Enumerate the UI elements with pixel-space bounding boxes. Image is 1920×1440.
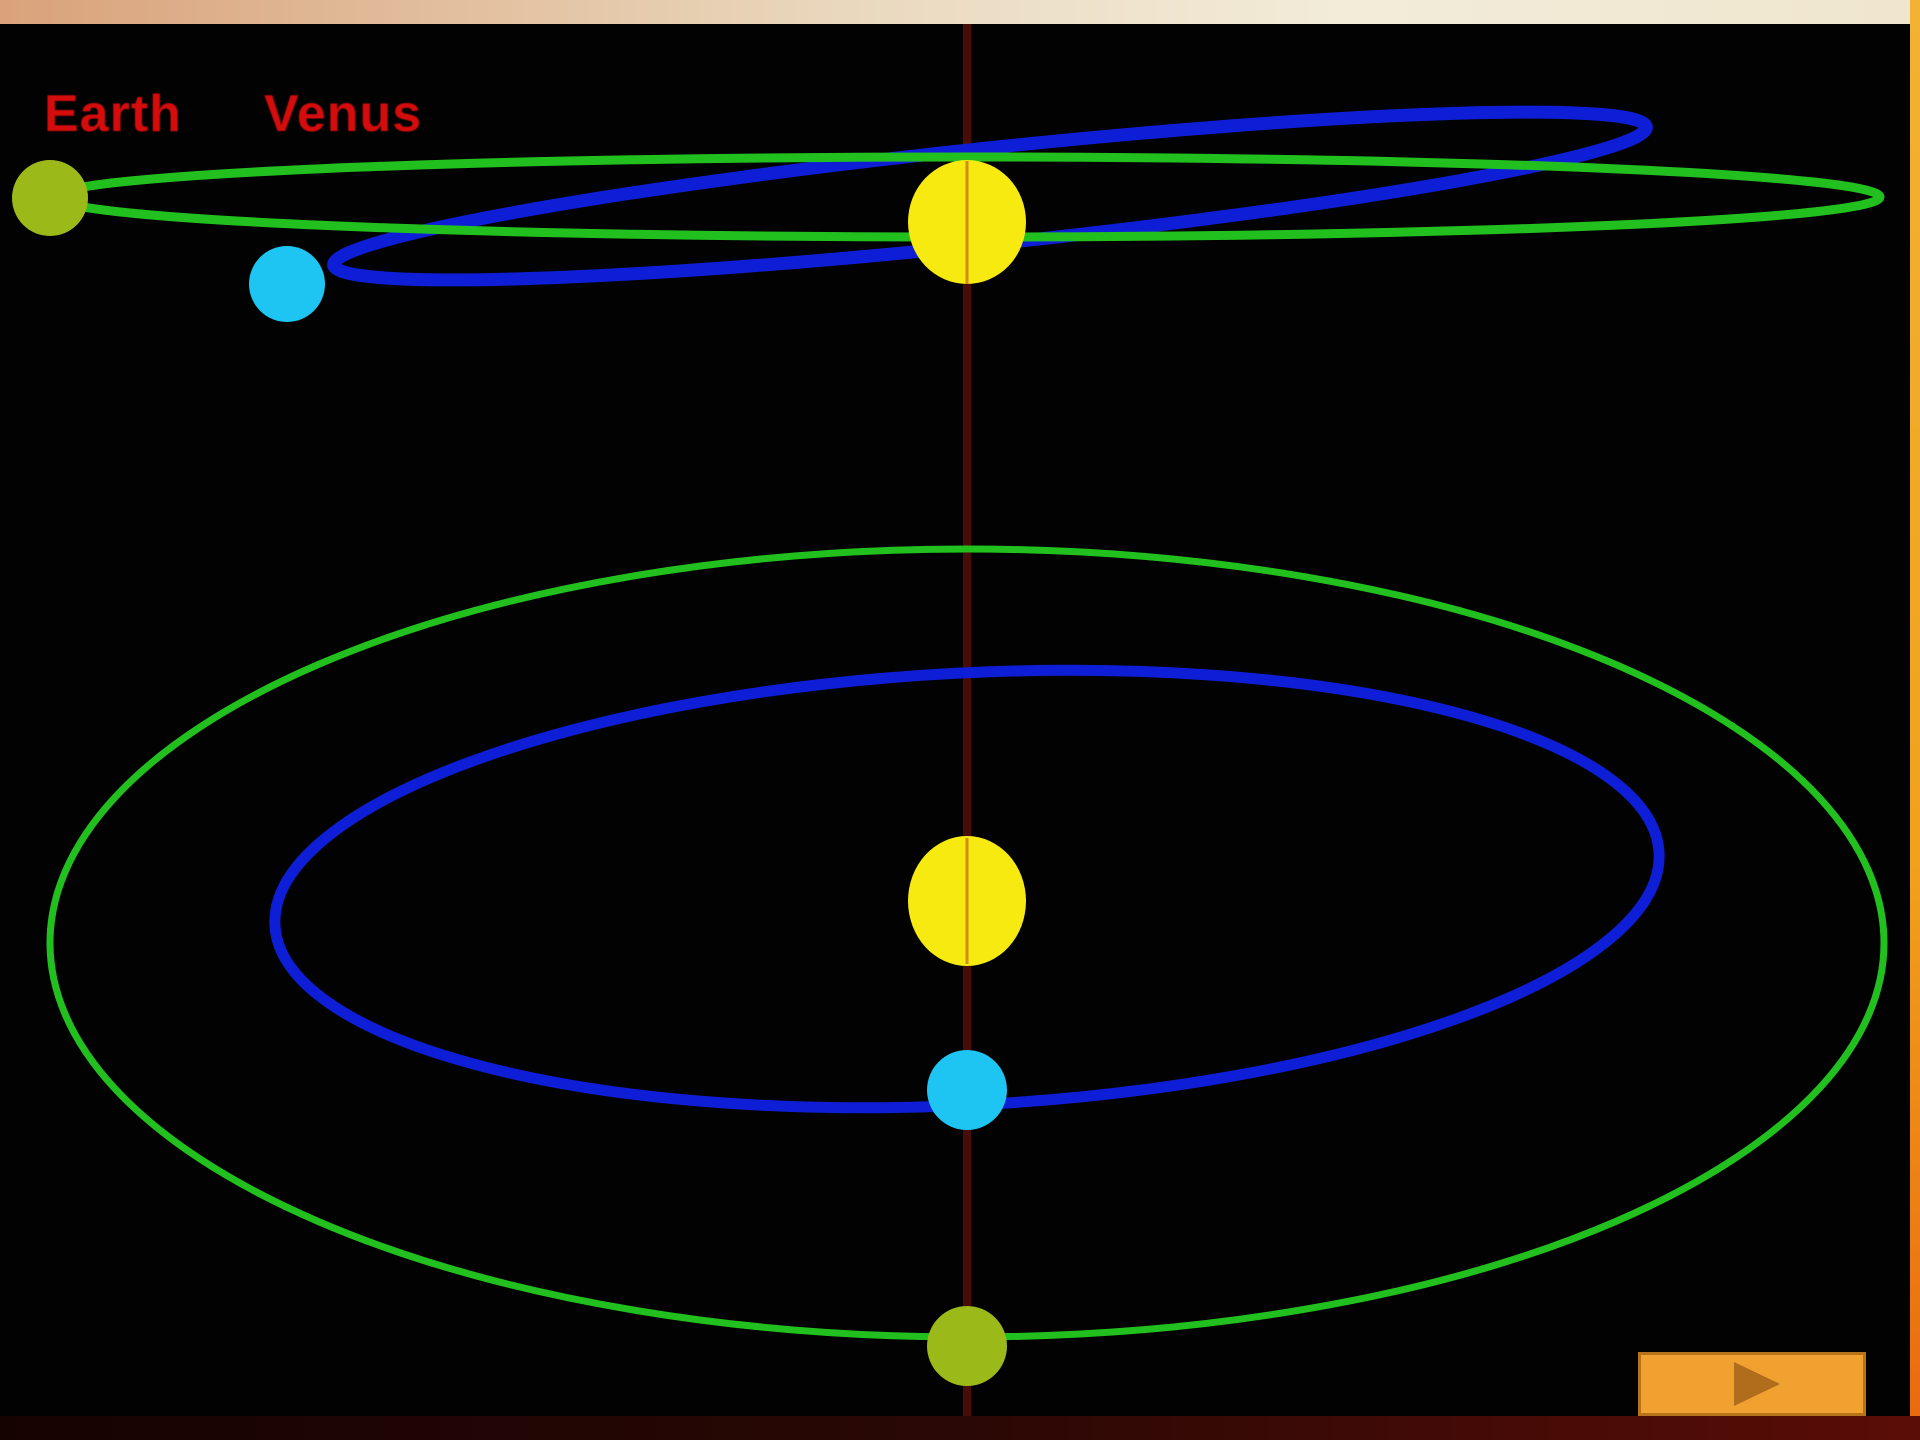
earth-label: Earth xyxy=(44,85,182,143)
top-border xyxy=(0,0,1920,24)
earth-planet-top-view xyxy=(927,1306,1007,1386)
venus-label: Venus xyxy=(264,85,423,143)
orbit-canvas xyxy=(12,24,1888,1416)
earth-planet-edge-on xyxy=(12,160,88,236)
bottom-border xyxy=(0,1416,1920,1440)
next-slide-button[interactable] xyxy=(1638,1352,1866,1416)
play-icon xyxy=(1734,1362,1780,1406)
venus-planet-top-view xyxy=(927,1050,1007,1130)
right-border xyxy=(1910,0,1920,1440)
venus-planet-edge-on xyxy=(249,246,325,322)
orbit-diagram: Earth Venus xyxy=(0,24,1910,1416)
